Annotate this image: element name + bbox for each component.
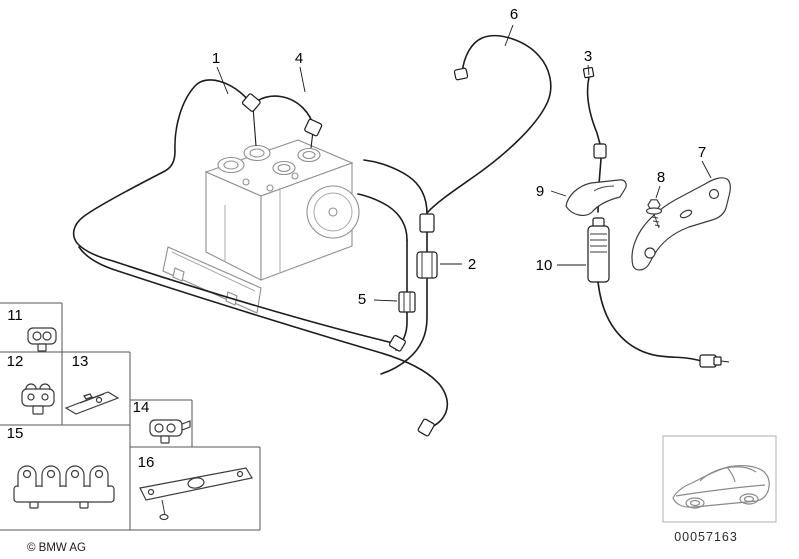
inset-grid bbox=[0, 302, 261, 531]
clip-15 bbox=[13, 465, 115, 509]
bracket-7 bbox=[631, 177, 731, 271]
callout-13[interactable]: 13 bbox=[72, 353, 89, 370]
leader-lines bbox=[216, 24, 712, 302]
callout-8[interactable]: 8 bbox=[657, 169, 665, 186]
callout-12[interactable]: 12 bbox=[7, 353, 24, 370]
clip-11 bbox=[27, 327, 57, 352]
callout-9[interactable]: 9 bbox=[536, 183, 544, 200]
copyright-text: © BMW AG bbox=[27, 542, 86, 554]
clip-14 bbox=[149, 419, 191, 444]
callout-10[interactable]: 10 bbox=[536, 257, 553, 274]
callout-2[interactable]: 2 bbox=[468, 256, 476, 273]
brake-pipe-6 bbox=[427, 34, 552, 213]
brake-pipe-2 bbox=[78, 246, 449, 429]
bolt-8 bbox=[645, 199, 663, 229]
fittings bbox=[241, 66, 607, 437]
hose-10 bbox=[587, 217, 730, 368]
clip-12 bbox=[21, 383, 55, 415]
callout-7[interactable]: 7 bbox=[698, 144, 706, 161]
callout-5[interactable]: 5 bbox=[358, 291, 366, 308]
clip-13 bbox=[64, 391, 120, 415]
callout-1[interactable]: 1 bbox=[212, 50, 220, 67]
car-thumbnail bbox=[662, 435, 777, 523]
fitting-5 bbox=[398, 291, 416, 313]
pipe-junction-stack bbox=[357, 159, 428, 375]
callout-6[interactable]: 6 bbox=[510, 6, 518, 23]
callout-3[interactable]: 3 bbox=[584, 48, 592, 65]
brake-pipe-4 bbox=[256, 95, 314, 149]
callout-16[interactable]: 16 bbox=[138, 454, 155, 471]
document-number: 00057163 bbox=[674, 530, 738, 544]
abs-hydraulic-unit bbox=[162, 139, 360, 314]
bracket-9 bbox=[565, 179, 627, 216]
callout-4[interactable]: 4 bbox=[295, 50, 303, 67]
callout-14[interactable]: 14 bbox=[133, 399, 150, 416]
bracket-16 bbox=[139, 467, 253, 521]
fitting-2 bbox=[416, 251, 438, 279]
callout-11[interactable]: 11 bbox=[7, 307, 23, 324]
callout-15[interactable]: 15 bbox=[7, 425, 24, 442]
